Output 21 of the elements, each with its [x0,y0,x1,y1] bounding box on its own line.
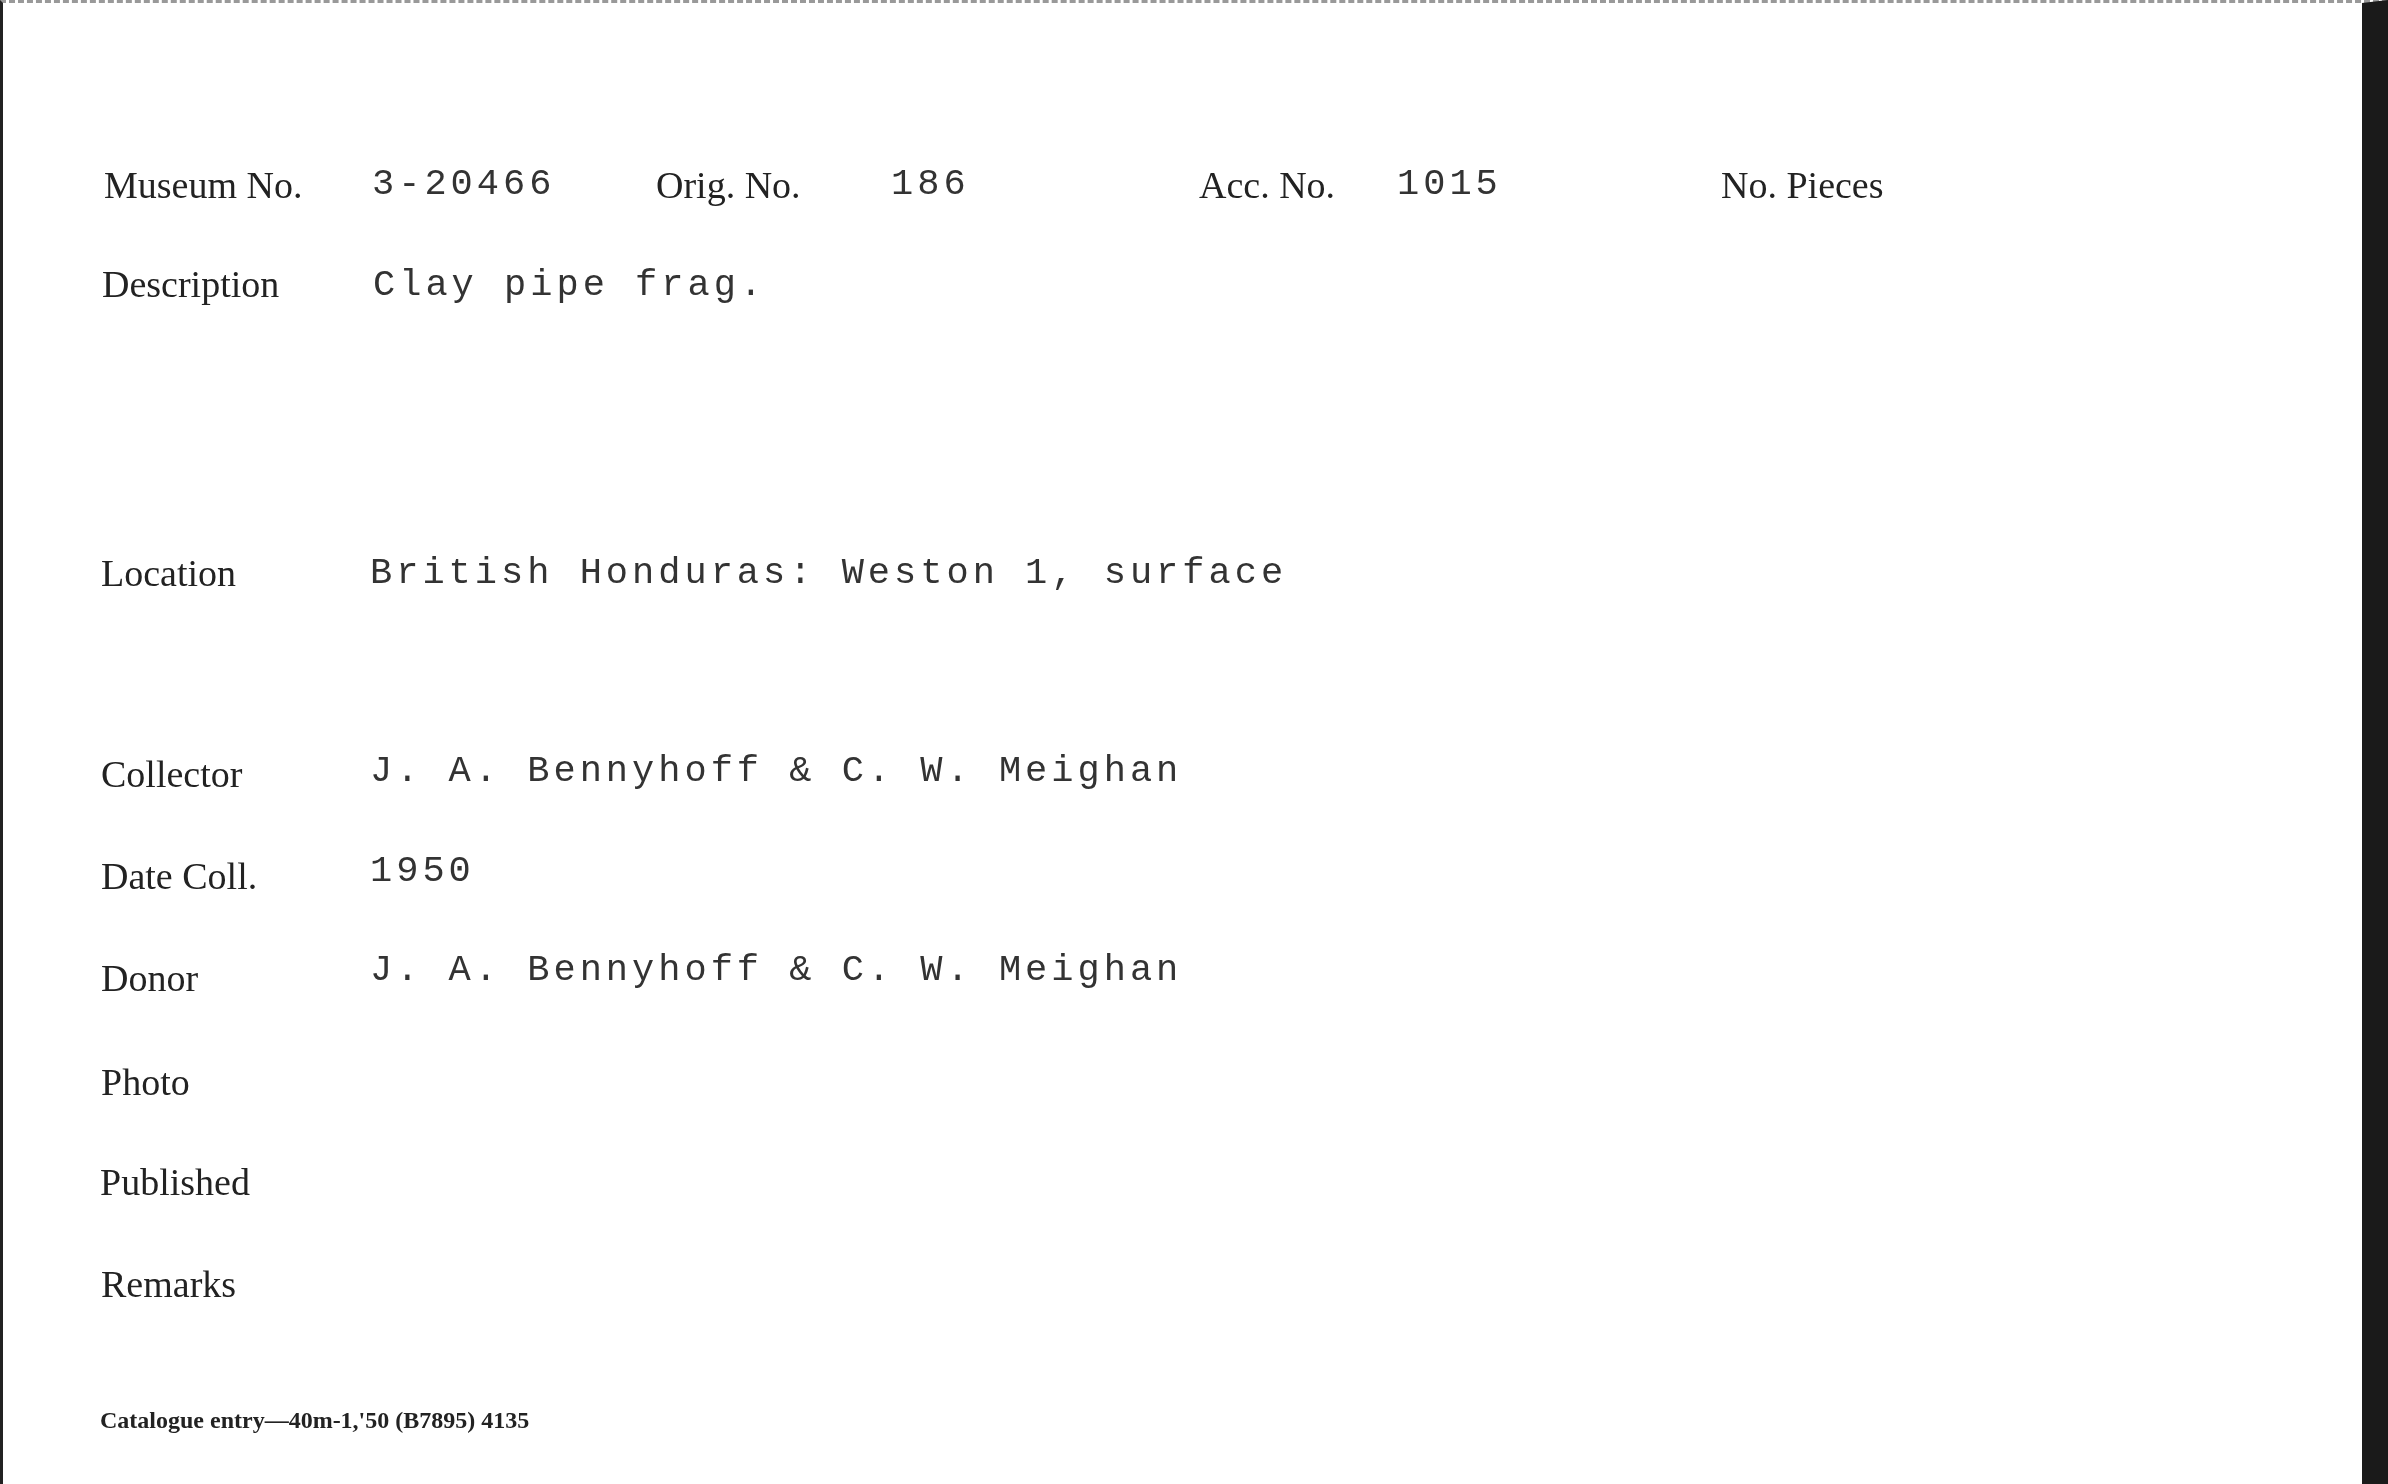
field-label: Remarks [101,1263,237,1307]
field-label: Acc. No. [1199,164,1336,208]
field-value: J. A. Bennyhoff & C. W. Meighan [370,948,1183,992]
field-label: Museum No. [104,164,303,208]
field-value: 3-20466 [372,162,556,206]
field-value: 186 [891,162,970,206]
field-label: Collector [101,753,243,797]
field-label: Date Coll. [101,855,258,899]
field-label: No. Pieces [1721,164,1884,208]
field-value: Clay pipe frag. [373,263,767,307]
field-label: Donor [101,957,199,1001]
field-value: J. A. Bennyhoff & C. W. Meighan [370,749,1183,793]
field-label: Published [100,1161,250,1205]
field-value: British Honduras: Weston 1, surface [370,551,1288,595]
field-label: Location [101,552,237,596]
footer-note: Catalogue entry—40m-1,'50 (B7895) 4135 [100,1407,530,1435]
field-value: 1015 [1397,162,1502,206]
field-value: 1950 [370,849,475,893]
field-label: Orig. No. [656,164,801,208]
field-label: Description [102,263,280,307]
field-label: Photo [101,1061,190,1105]
